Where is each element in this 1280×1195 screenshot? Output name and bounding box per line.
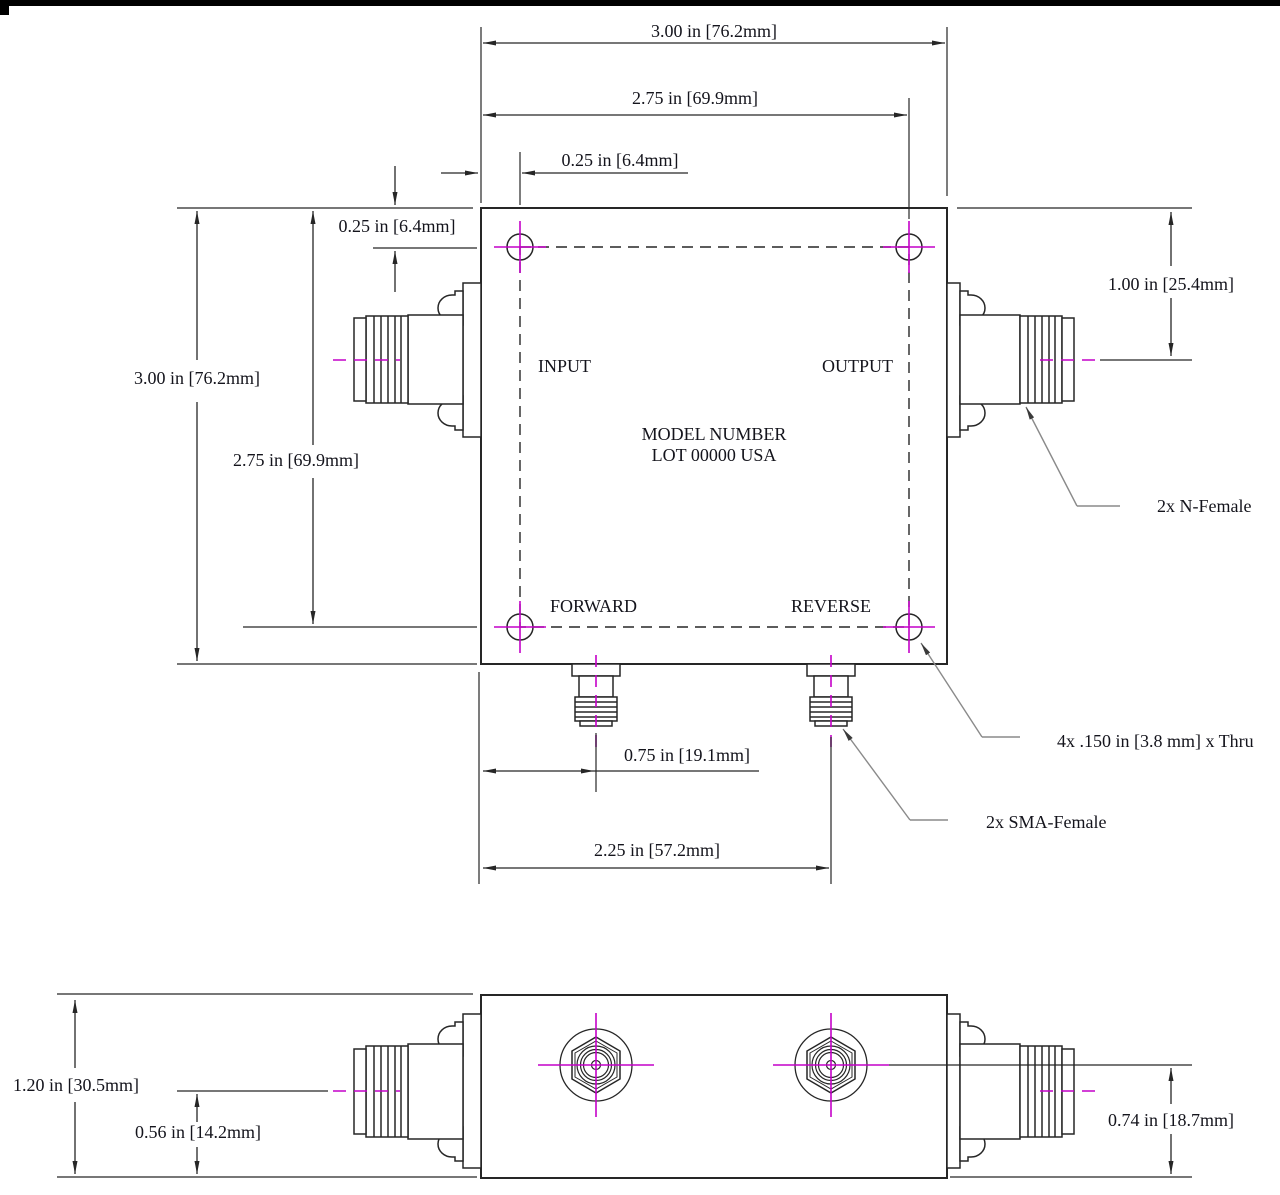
n-connector-right-side [946,1013,1075,1169]
scan-artifacts [0,0,1280,15]
dim-body-width: 3.00 in [76.2mm] [483,21,945,46]
connector-barrel [959,1043,1021,1140]
hole-pattern-dashed-outline [519,246,910,628]
extension-lines [177,27,1192,884]
connector-barrel [407,1043,464,1140]
dim-body-height: 3.00 in [76.2mm] [134,211,260,661]
scan-tick-left [0,6,9,15]
callout-label: 2x N-Female [1157,496,1251,516]
sma-face-reverse-centermark [773,1013,889,1117]
dim-label: 0.25 in [6.4mm] [339,216,456,236]
dim-n-centerline-height: 0.56 in [14.2mm] [135,1094,261,1174]
port-label-reverse: REVERSE [791,596,871,616]
dim-side-height: 1.20 in [30.5mm] [13,1000,139,1174]
port-label-forward: FORWARD [550,596,637,616]
dim-label: 2.25 in [57.2mm] [594,840,720,860]
marking-model: MODEL NUMBER [642,424,787,444]
n-connector-left-side [353,1013,482,1169]
connector-flange [462,1013,482,1169]
dim-hole-offset-horizontal: 0.25 in [6.4mm] [441,150,688,176]
top-view-body [480,207,948,665]
dim-label: 1.20 in [30.5mm] [13,1075,139,1095]
dim-hole-span-vertical: 2.75 in [69.9mm] [233,211,359,624]
hole-centermarks [494,221,935,653]
side-view-body [480,994,948,1179]
dim-sma-centerline-height: 0.74 in [18.7mm] [1108,1068,1234,1174]
dim-label: 1.00 in [25.4mm] [1108,274,1234,294]
dim-n-port-offset: 1.00 in [25.4mm] [1108,212,1234,356]
dim-label: 2.75 in [69.9mm] [632,88,758,108]
connector-flange [946,282,961,438]
dim-label: 0.74 in [18.7mm] [1108,1110,1234,1130]
port-label-input: INPUT [538,356,591,376]
callout-label: 2x SMA-Female [986,812,1107,832]
dim-label: 3.00 in [76.2mm] [651,21,777,41]
dim-label: 3.00 in [76.2mm] [134,368,260,388]
dim-label: 2.75 in [69.9mm] [233,450,359,470]
connector-barrel [959,314,1021,405]
extension-lines-side [57,993,1192,1178]
n-connector-right [946,282,1075,438]
dim-label: 0.56 in [14.2mm] [135,1122,261,1142]
callout-n-female: 2x N-Female [1025,406,1251,516]
dim-forward-port-offset: 0.75 in [19.1mm] [483,745,759,774]
connector-flange [946,1013,961,1169]
dim-hole-offset-vertical: 0.25 in [6.4mm] [339,166,456,292]
side-view: 1.20 in [30.5mm] 0.56 in [14.2mm] 0.74 i… [13,993,1234,1179]
connector-flange [462,282,482,438]
n-connector-left [353,282,482,438]
sma-face-forward-centermark [538,1013,654,1117]
callout-mounting-holes: 4x .150 in [3.8 mm] x Thru [920,642,1254,751]
marking-lot: LOT 00000 USA [652,445,777,465]
dim-reverse-port-offset: 2.25 in [57.2mm] [483,840,829,871]
scan-bar-top [0,0,1280,6]
connector-barrel [407,314,464,405]
callout-label: 4x .150 in [3.8 mm] x Thru [1057,731,1254,751]
top-view: INPUT OUTPUT MODEL NUMBER LOT 00000 USA … [134,21,1254,884]
port-label-output: OUTPUT [822,356,893,376]
dim-hole-span-horizontal: 2.75 in [69.9mm] [483,88,907,118]
callout-sma-female: 2x SMA-Female [842,728,1107,832]
dim-label: 0.75 in [19.1mm] [624,745,750,765]
dim-label: 0.25 in [6.4mm] [562,150,679,170]
